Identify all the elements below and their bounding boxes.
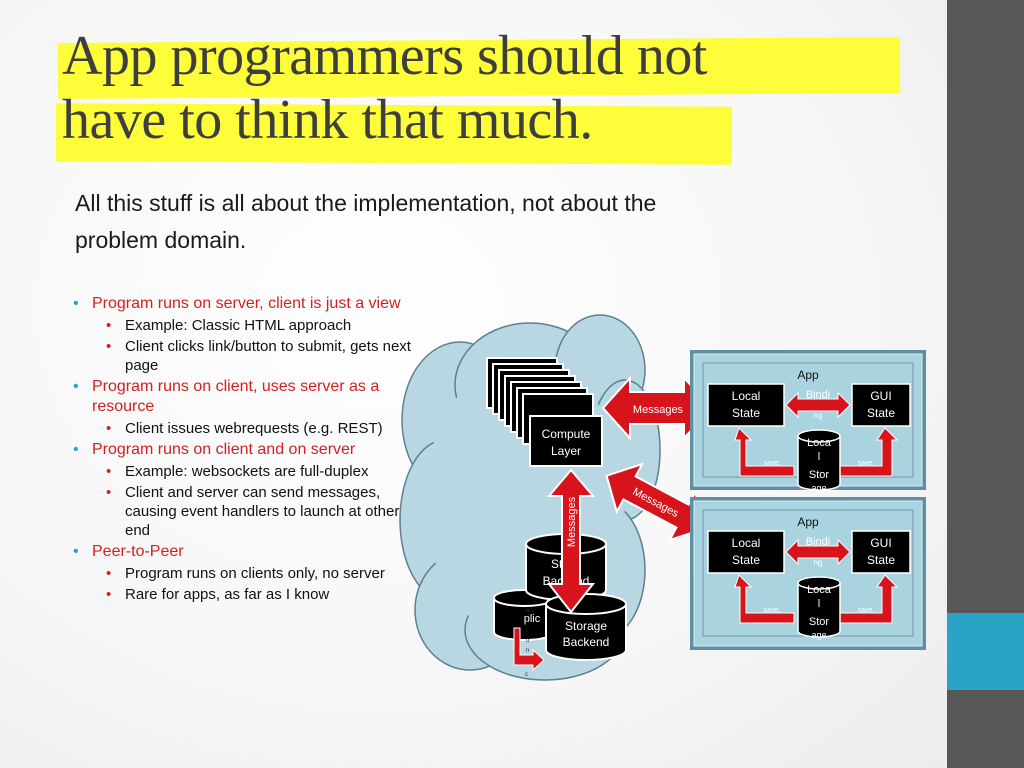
gui-state-label-2: State bbox=[867, 553, 895, 567]
storage-backend-front: Storage Backend bbox=[545, 593, 627, 661]
local-storage-label-2: l bbox=[818, 451, 820, 463]
bullet-list: Program runs on server, client is just a… bbox=[70, 292, 415, 604]
slide-title: App programmers should not have to think… bbox=[62, 24, 922, 153]
gui-state-label-1: GUI bbox=[870, 536, 891, 550]
messages-label-vertical: Messages bbox=[566, 496, 578, 547]
sub-bullet-item: Example: websockets are full-duplex bbox=[70, 462, 415, 481]
local-state-label-1: Local bbox=[732, 536, 761, 550]
title-line-1: App programmers should not bbox=[62, 25, 707, 87]
save-label-left: save, bbox=[764, 607, 781, 614]
save-label-right: save, bbox=[858, 607, 875, 614]
app-panel-1: App Local State GUI State Bindi ng save,… bbox=[690, 350, 926, 493]
side-accent-block bbox=[947, 613, 1024, 690]
binding-label-2: ng bbox=[814, 411, 823, 420]
local-storage-label-3: Stor bbox=[809, 469, 830, 481]
save-label-right: save, bbox=[858, 460, 875, 467]
subtitle-line-2: problem domain. bbox=[75, 226, 247, 253]
binding-label-2: ng bbox=[814, 558, 823, 567]
replica-letter: t bbox=[526, 618, 528, 624]
sub-bullet-item: Rare for apps, as far as I know bbox=[70, 585, 415, 604]
local-storage-label-3: Stor bbox=[809, 616, 830, 628]
slide-subtitle: All this stuff is all about the implemen… bbox=[75, 185, 895, 259]
storage-front-label-2: Backend bbox=[563, 635, 610, 649]
bullet-item: Program runs on server, client is just a… bbox=[70, 294, 415, 314]
binding-label-1: Bindi bbox=[806, 536, 830, 548]
local-state-label-1: Local bbox=[732, 389, 761, 403]
gui-state-label-2: State bbox=[867, 406, 895, 420]
local-storage-label-1: Loca bbox=[807, 437, 832, 449]
subtitle-line-1: All this stuff is all about the implemen… bbox=[75, 190, 657, 216]
save-label-left: save, bbox=[764, 460, 781, 467]
replica-label: plic bbox=[524, 613, 541, 625]
sub-bullet-item: Example: Classic HTML approach bbox=[70, 316, 415, 335]
messages-label-top: Messages bbox=[633, 404, 684, 416]
replica-letter: n bbox=[526, 648, 529, 654]
local-state-label-2: State bbox=[732, 406, 760, 420]
sub-bullet-item: Client issues webrequests (e.g. REST) bbox=[70, 419, 415, 438]
architecture-diagram: Compute Layer plic Sto Backend Storage B… bbox=[399, 314, 926, 681]
bullet-item: Program runs on client, uses server as a… bbox=[70, 377, 415, 417]
replication-arrow: a t i o n c bbox=[513, 608, 545, 678]
sub-bullet-item: Program runs on clients only, no server bbox=[70, 564, 415, 583]
sub-bullet-item: Client clicks link/button to submit, get… bbox=[70, 337, 415, 375]
local-state-label-2: State bbox=[732, 553, 760, 567]
bullet-item: Peer-to-Peer bbox=[70, 542, 415, 562]
app-title: App bbox=[797, 515, 819, 529]
replica-letter: i bbox=[526, 628, 527, 634]
local-storage-label-4: age bbox=[811, 630, 826, 640]
compute-layer-stack: Compute Layer bbox=[486, 357, 603, 467]
storage-front-label-1: Storage bbox=[565, 619, 607, 633]
replica-letter: c bbox=[525, 672, 528, 678]
sub-bullet-item: Client and server can send messages, cau… bbox=[70, 483, 415, 540]
local-storage-label-1: Loca bbox=[807, 584, 832, 596]
binding-label-1: Bindi bbox=[806, 389, 830, 401]
bullet-item: Program runs on client and on server bbox=[70, 440, 415, 460]
replica-letter: o bbox=[526, 638, 530, 644]
messages-arrow-vertical: Messages bbox=[546, 468, 596, 614]
compute-label-2: Layer bbox=[551, 444, 581, 458]
local-storage-label-4: age bbox=[811, 483, 826, 493]
title-line-2: have to think that much. bbox=[62, 89, 593, 152]
app-panel-2: App Local State GUI State Bindi ng save,… bbox=[690, 497, 926, 650]
gui-state-label-1: GUI bbox=[870, 389, 891, 403]
replica-letter: a bbox=[526, 608, 530, 614]
compute-label-1: Compute bbox=[542, 427, 591, 441]
local-storage-label-2: l bbox=[818, 598, 820, 610]
app-title: App bbox=[797, 368, 819, 382]
